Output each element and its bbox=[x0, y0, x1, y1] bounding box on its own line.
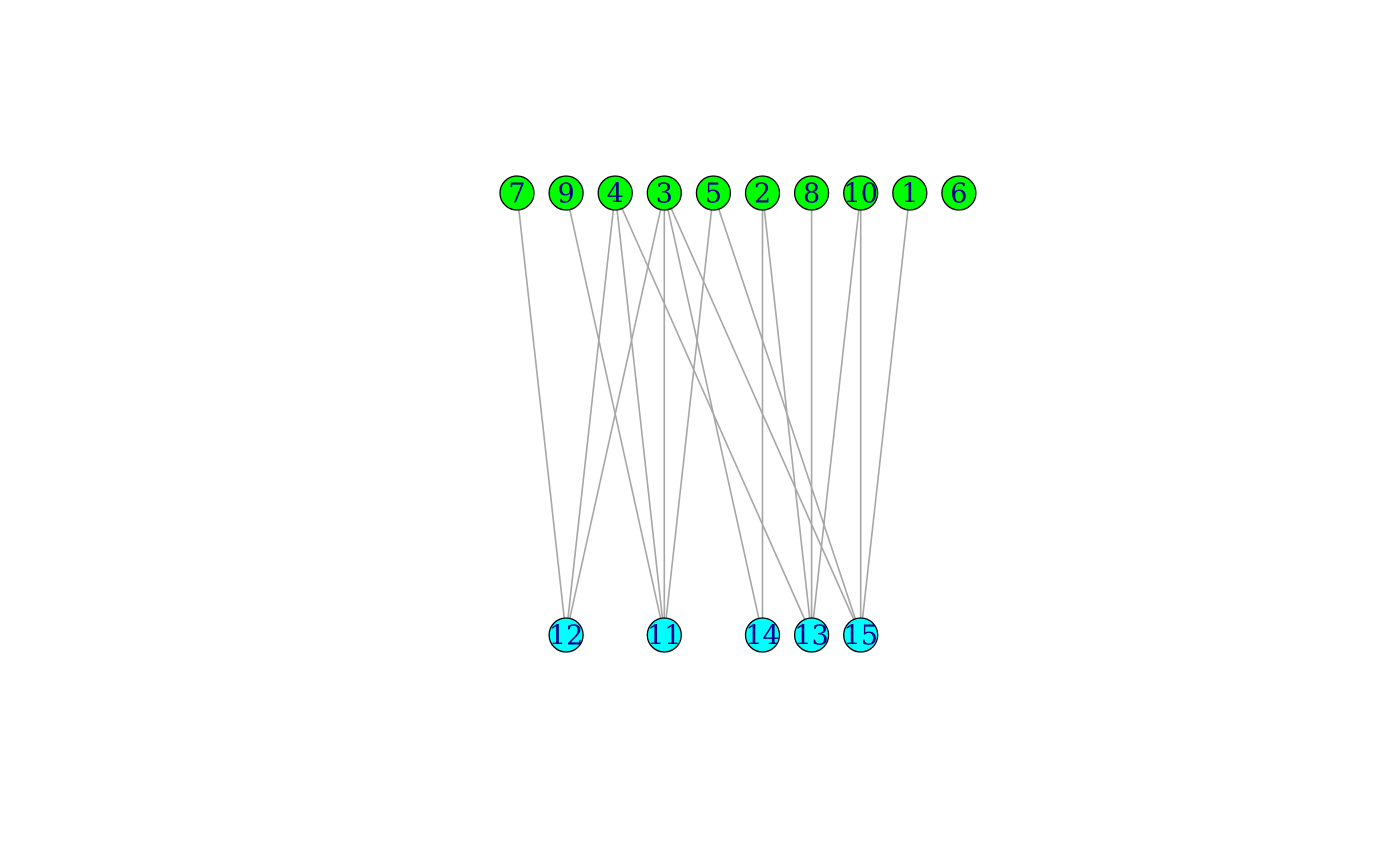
node-circle bbox=[646, 175, 682, 211]
node-circle bbox=[793, 617, 830, 653]
node-circle bbox=[744, 617, 781, 653]
node-11: 11 bbox=[646, 617, 682, 653]
node-3: 3 bbox=[646, 175, 682, 211]
node-label: 9 bbox=[558, 179, 575, 210]
node-circle bbox=[695, 175, 732, 211]
node-circle bbox=[892, 175, 928, 211]
node-5: 5 bbox=[695, 175, 732, 211]
node-circle bbox=[843, 175, 879, 211]
node-8: 8 bbox=[793, 175, 830, 211]
edge-3-14 bbox=[663, 192, 764, 636]
node-circle bbox=[744, 175, 781, 211]
edge-10-13 bbox=[810, 192, 862, 636]
edge-3-12 bbox=[565, 192, 666, 636]
node-6: 6 bbox=[941, 175, 977, 211]
edge-4-11 bbox=[614, 192, 666, 636]
node-label: 11 bbox=[647, 621, 681, 652]
node-13: 13 bbox=[793, 617, 830, 653]
nodes-layer: 7 9 4 3 5 2 8 10 1 6 12 11 14 13 15 bbox=[499, 175, 977, 653]
node-label: 4 bbox=[607, 179, 624, 210]
node-circle bbox=[597, 175, 633, 211]
node-4: 4 bbox=[597, 175, 633, 211]
node-label: 6 bbox=[950, 179, 967, 210]
node-12: 12 bbox=[548, 617, 584, 653]
node-15: 15 bbox=[843, 617, 879, 653]
node-label: 1 bbox=[901, 179, 918, 210]
node-circle bbox=[548, 175, 584, 211]
edges-layer bbox=[516, 192, 911, 636]
edge-7-12 bbox=[516, 192, 567, 636]
node-circle bbox=[548, 617, 584, 653]
node-label: 3 bbox=[656, 179, 673, 210]
node-label: 8 bbox=[803, 179, 820, 210]
node-9: 9 bbox=[548, 175, 584, 211]
node-label: 14 bbox=[745, 621, 779, 652]
edge-1-15 bbox=[859, 192, 911, 636]
edge-5-11 bbox=[663, 192, 715, 636]
node-label: 12 bbox=[549, 621, 583, 652]
node-circle bbox=[941, 175, 977, 211]
node-2: 2 bbox=[744, 175, 781, 211]
edge-4-12 bbox=[565, 192, 616, 636]
edge-2-13 bbox=[761, 192, 813, 636]
node-10: 10 bbox=[843, 175, 879, 211]
node-label: 10 bbox=[844, 179, 878, 210]
node-circle bbox=[843, 617, 879, 653]
node-14: 14 bbox=[744, 617, 781, 653]
node-label: 15 bbox=[844, 621, 878, 652]
node-label: 13 bbox=[794, 621, 828, 652]
node-1: 1 bbox=[892, 175, 928, 211]
node-label: 2 bbox=[754, 179, 771, 210]
node-circle bbox=[646, 617, 682, 653]
node-7: 7 bbox=[499, 175, 535, 211]
node-circle bbox=[793, 175, 830, 211]
node-label: 7 bbox=[508, 179, 525, 210]
node-circle bbox=[499, 175, 535, 211]
node-label: 5 bbox=[705, 179, 722, 210]
